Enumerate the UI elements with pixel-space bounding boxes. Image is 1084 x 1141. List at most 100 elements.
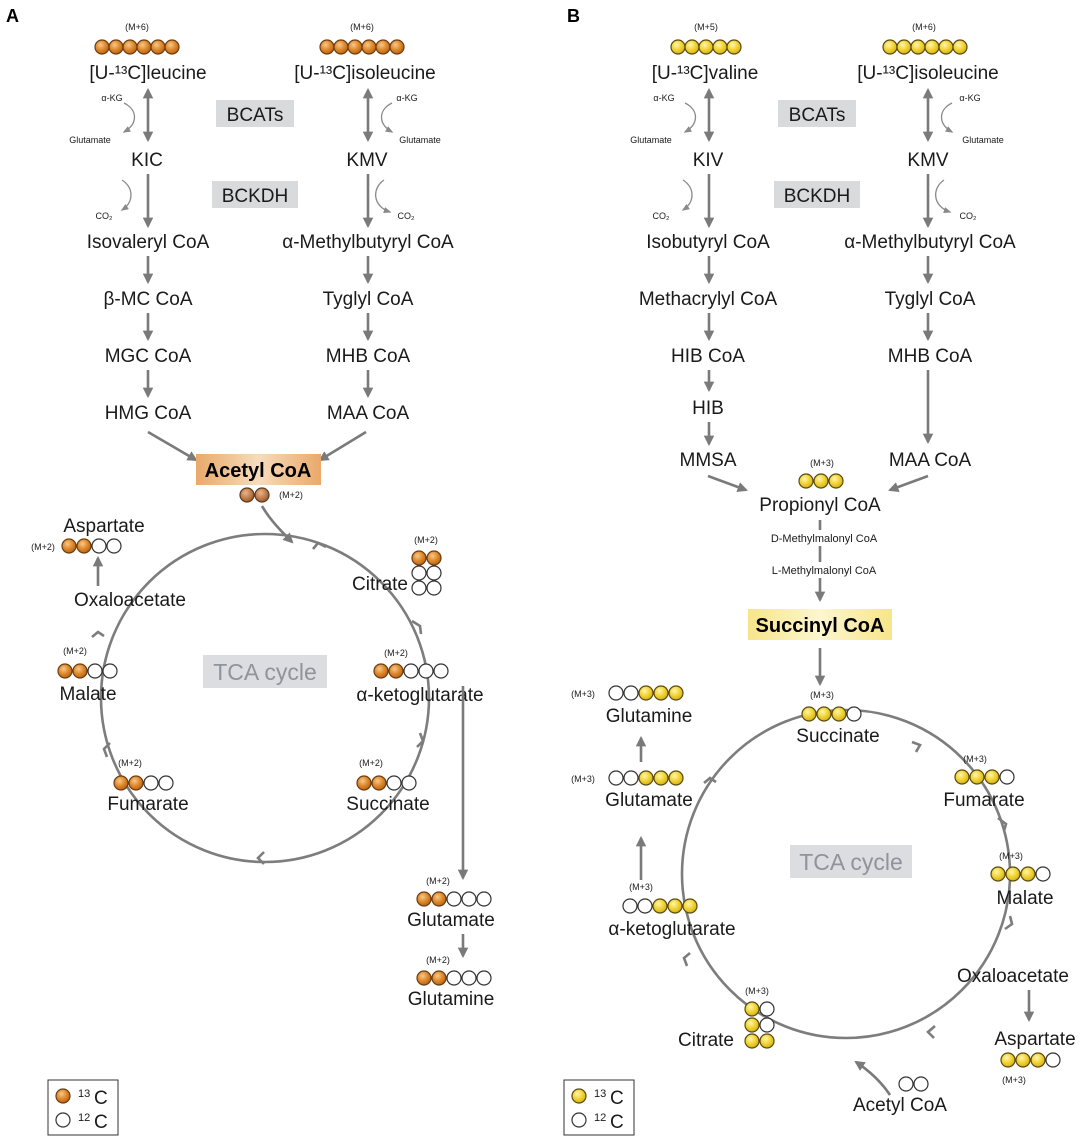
- tca-ring-b-chevrons: [911, 740, 922, 753]
- succinate-carbons-b: [801, 706, 862, 722]
- glutamate-label-isoleucine-b: Glutamate: [962, 135, 1004, 145]
- akg-label-leucine: α-KG: [101, 93, 122, 103]
- malate-label-b: (M+3): [999, 851, 1023, 861]
- glutamine-carbons-a: [416, 970, 492, 986]
- methylbutyryl-coa-b: α-Methylbutyryl CoA: [844, 232, 1016, 253]
- citrate-carbons-b: [744, 1001, 775, 1049]
- fumarate-a: Fumarate: [107, 794, 188, 815]
- co2-label-valine: CO₂: [653, 211, 671, 221]
- succinate-label-a: (M+2): [359, 758, 383, 768]
- acetyl-label: (M+2): [279, 490, 303, 500]
- glutamate-label-leucine: Glutamate: [69, 135, 111, 145]
- bckdh-label-a: BCKDH: [222, 186, 289, 207]
- fumarate-carbons-b: [954, 769, 1015, 785]
- succinate-a: Succinate: [346, 794, 429, 815]
- tyglyl-coa-a: Tyglyl CoA: [323, 289, 414, 310]
- valine-label: (M+5): [694, 22, 718, 32]
- hmg-to-acetyl-arrow: [147, 430, 198, 462]
- succinate-label-b: (M+3): [810, 690, 834, 700]
- isoleucine-substrate-a: [U-¹³C]isoleucine: [294, 63, 435, 84]
- mmsa: MMSA: [680, 450, 737, 471]
- citrate-label-a: (M+2): [414, 535, 438, 545]
- succinyl-coa: Succinyl CoA: [756, 615, 885, 637]
- tca-box-b: [790, 845, 912, 878]
- isobutyryl-coa: Isobutyryl CoA: [646, 232, 770, 253]
- glutamine-a: Glutamine: [408, 989, 495, 1010]
- glutamate-label-b: (M+3): [571, 774, 595, 784]
- malate-a: Malate: [59, 684, 116, 705]
- akg-b: α-ketoglutarate: [608, 919, 735, 940]
- co2-curve-isoleucine-b: [935, 179, 952, 213]
- oxaloacetate-b: Oxaloacetate: [957, 966, 1069, 987]
- aspartate-carbons-a: [61, 538, 122, 554]
- aspartate-carbons-b: [1000, 1052, 1061, 1068]
- tca-box-a: [203, 655, 327, 688]
- co2-label-isoleucine-a: CO₂: [398, 211, 416, 221]
- isoleucine-carbons-b: [882, 39, 968, 55]
- tca-ring-a-chevrons: [312, 541, 327, 550]
- tca-ring-b-chevrons: [682, 740, 1014, 1039]
- legend-c13-mass-b: 13: [594, 1088, 606, 1100]
- leucine-substrate: [U-¹³C]leucine: [89, 63, 206, 84]
- bcats-box-a: [216, 100, 294, 127]
- co2-curve-valine: [681, 179, 693, 211]
- panel-b: B (M+5) [U-¹³C]valine α-KG Glutamate KIV…: [563, 6, 1076, 1136]
- propionyl-coa: Propionyl CoA: [759, 495, 881, 516]
- bcats-box-b: [778, 100, 856, 127]
- maa-to-acetyl-arrow: [318, 430, 367, 462]
- panel-b-letter: B: [567, 6, 580, 26]
- glutamate-carbons-a: [416, 891, 492, 907]
- glutamate-label-a: (M+2): [426, 876, 450, 886]
- akg-carbons-a: [373, 663, 449, 679]
- methacrylyl-coa: Methacrylyl CoA: [639, 289, 778, 310]
- succinyl-coa-highlight: [748, 609, 892, 640]
- akg-label-valine: α-KG: [653, 93, 674, 103]
- co2-label-isoleucine-b: CO₂: [960, 211, 978, 221]
- acetyl-coa: Acetyl CoA: [205, 460, 312, 482]
- tca-ring-a-chevrons: [91, 541, 425, 865]
- mmsa-to-propionyl-arrow: [707, 474, 748, 493]
- glutamate-a: Glutamate: [407, 910, 495, 931]
- l-methylmalonyl-bg: [758, 562, 898, 578]
- aspartate-label-b: (M+3): [1002, 1075, 1026, 1085]
- glutamine-label-b: (M+3): [571, 689, 595, 699]
- akg-carbons-b: [622, 898, 698, 914]
- legend-c12-element-b: C: [610, 1112, 624, 1133]
- akg-curve-leucine: [122, 102, 136, 133]
- mhb-coa-a: MHB CoA: [326, 346, 411, 367]
- acetyl-into-tca-arrow-b: [854, 1060, 892, 1096]
- akg-a: α-ketoglutarate: [356, 685, 483, 706]
- malate-label-a: (M+2): [63, 646, 87, 656]
- akg-curve-valine: [683, 102, 697, 133]
- legend-c12-icon-a: [55, 1112, 71, 1128]
- aspartate-b: Aspartate: [994, 1029, 1075, 1050]
- akg-curve-isoleucine-a: [380, 102, 394, 133]
- d-methylmalonyl-coa: D-Methylmalonyl CoA: [771, 533, 878, 545]
- akg-curve-isoleucine-b: [940, 102, 954, 133]
- methylbutyryl-coa-a: α-Methylbutyryl CoA: [282, 232, 454, 253]
- aspartate-label-a: (M+2): [31, 542, 55, 552]
- bckdh-box-b: [774, 181, 860, 208]
- maa-to-propionyl-arrow: [888, 474, 929, 493]
- panel-a: A (M+6) [U-¹³C]leucine α-KG Glutamate KI…: [6, 6, 495, 1136]
- legend-a: [47, 1079, 119, 1136]
- tyglyl-coa-b: Tyglyl CoA: [885, 289, 976, 310]
- glutamine-b: Glutamine: [606, 706, 693, 727]
- legend-c13-element-a: C: [94, 1088, 108, 1109]
- akg-label-isoleucine-b: α-KG: [959, 93, 980, 103]
- panel-a-letter: A: [6, 6, 19, 26]
- isoleucine-carbons-a: [319, 39, 405, 55]
- kic: KIC: [131, 150, 163, 171]
- bcats-label-a: BCATs: [227, 105, 284, 126]
- leucine-label: (M+6): [125, 22, 149, 32]
- acetyl-carbons-b: [898, 1076, 929, 1092]
- legend-c13-icon-b: [571, 1088, 587, 1104]
- kiv: KIV: [693, 150, 724, 171]
- akg-label-b: (M+3): [629, 882, 653, 892]
- co2-curve-isoleucine-a: [375, 179, 392, 213]
- fumarate-label-b: (M+3): [963, 754, 987, 764]
- malate-carbons-a: [57, 663, 118, 679]
- oxaloacetate-a: Oxaloacetate: [74, 590, 186, 611]
- valine-carbons: [670, 39, 742, 55]
